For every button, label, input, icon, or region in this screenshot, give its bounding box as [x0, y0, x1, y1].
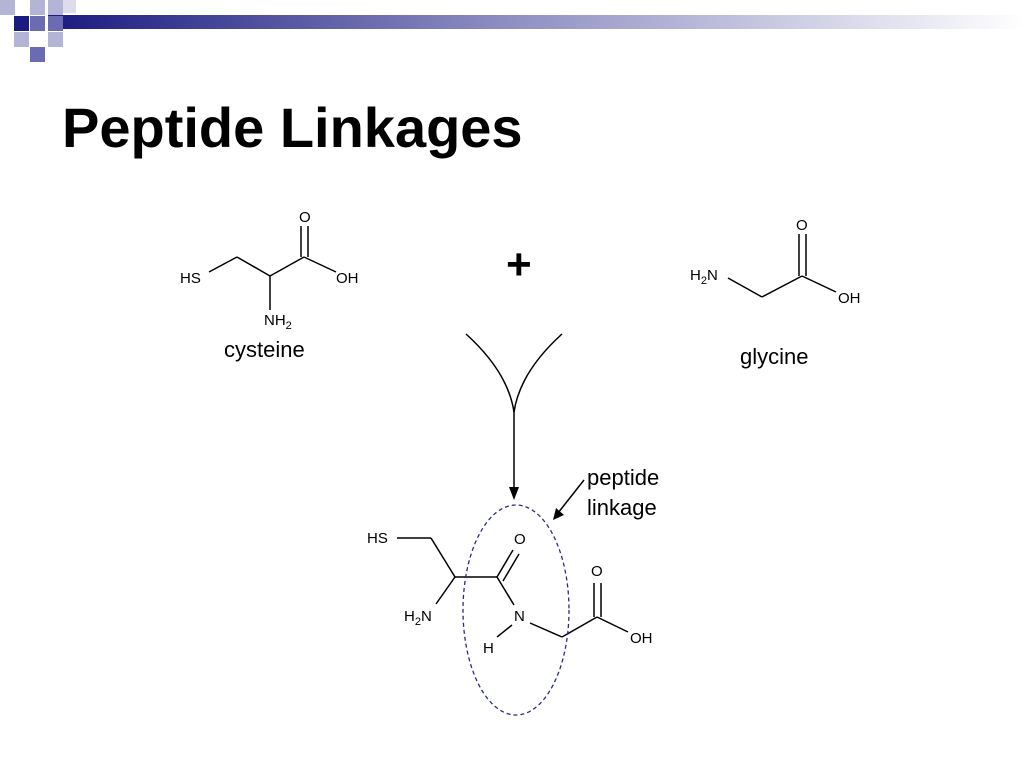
product-hydroxyl-label: OH — [630, 630, 653, 647]
bond — [496, 624, 513, 638]
header-gradient-bar — [48, 15, 1024, 29]
product-amine-label: H2N — [404, 608, 432, 628]
arrow-right-branch — [513, 333, 563, 413]
product-amine-subscript: 2 — [415, 616, 421, 628]
peptide-linkage-highlight — [462, 504, 570, 716]
page-title: Peptide Linkages — [62, 96, 523, 159]
product-carbonyl-o-label: O — [514, 531, 526, 548]
glycine-amine-subscript: 2 — [701, 275, 707, 287]
callout-arrow-head — [553, 508, 564, 520]
product-thiol-label: HS — [367, 530, 388, 547]
callout-arrow-line — [557, 479, 585, 514]
glycine-hydroxyl-label: OH — [838, 290, 861, 307]
header-square — [30, 47, 45, 62]
product-amine-n: N — [421, 608, 432, 625]
peptide-linkage-callout-line1: peptide — [587, 465, 660, 490]
bond — [529, 622, 563, 638]
glycine-caption: glycine — [740, 344, 809, 369]
cysteine-amine-label: NH2 — [264, 312, 292, 332]
product-amine-h: H — [404, 608, 415, 625]
cysteine-caption: cysteine — [224, 337, 305, 362]
glycine-amine-n: N — [707, 267, 718, 284]
product-structure — [397, 537, 629, 638]
bond — [435, 576, 456, 605]
glycine-amine-h: H — [690, 267, 701, 284]
header-square — [63, 0, 76, 13]
bond — [496, 576, 515, 606]
bond — [502, 553, 520, 582]
glycine-carbonyl-o-label: O — [796, 217, 808, 234]
glycine-amine-label: H2N — [690, 267, 718, 287]
cysteine-structure — [208, 226, 337, 310]
bond — [761, 275, 803, 298]
cysteine-amine-text: NH — [264, 312, 286, 329]
header-decoration — [0, 0, 1024, 62]
bond — [727, 277, 763, 298]
bond — [801, 275, 837, 293]
bond — [596, 616, 629, 633]
header-square — [48, 0, 63, 15]
cysteine-hydroxyl-label: OH — [336, 270, 359, 287]
header-square — [0, 0, 15, 15]
cysteine-carbonyl-o-label: O — [299, 209, 311, 226]
plus-sign: + — [506, 240, 532, 289]
bond — [269, 256, 305, 277]
bond — [303, 256, 337, 273]
bond — [430, 537, 456, 578]
glycine-structure — [727, 234, 837, 298]
header-square — [14, 32, 29, 47]
header-square — [48, 32, 63, 47]
product-amide-h-label: H — [483, 640, 494, 657]
peptide-linkage-callout-line2: linkage — [587, 495, 657, 520]
arrow-head — [509, 487, 519, 500]
header-square — [48, 16, 63, 31]
bond — [236, 256, 271, 277]
product-carbonyl-o2-label: O — [591, 563, 603, 580]
arrow-left-branch — [465, 333, 515, 413]
bond — [208, 256, 238, 273]
header-square — [30, 0, 45, 15]
cysteine-amine-subscript: 2 — [286, 320, 292, 332]
cysteine-thiol-label: HS — [180, 270, 201, 287]
bond — [496, 549, 514, 578]
product-amide-n-label: N — [514, 608, 525, 625]
header-square — [14, 16, 29, 31]
header-square — [30, 16, 45, 31]
reaction-arrow — [465, 333, 563, 488]
